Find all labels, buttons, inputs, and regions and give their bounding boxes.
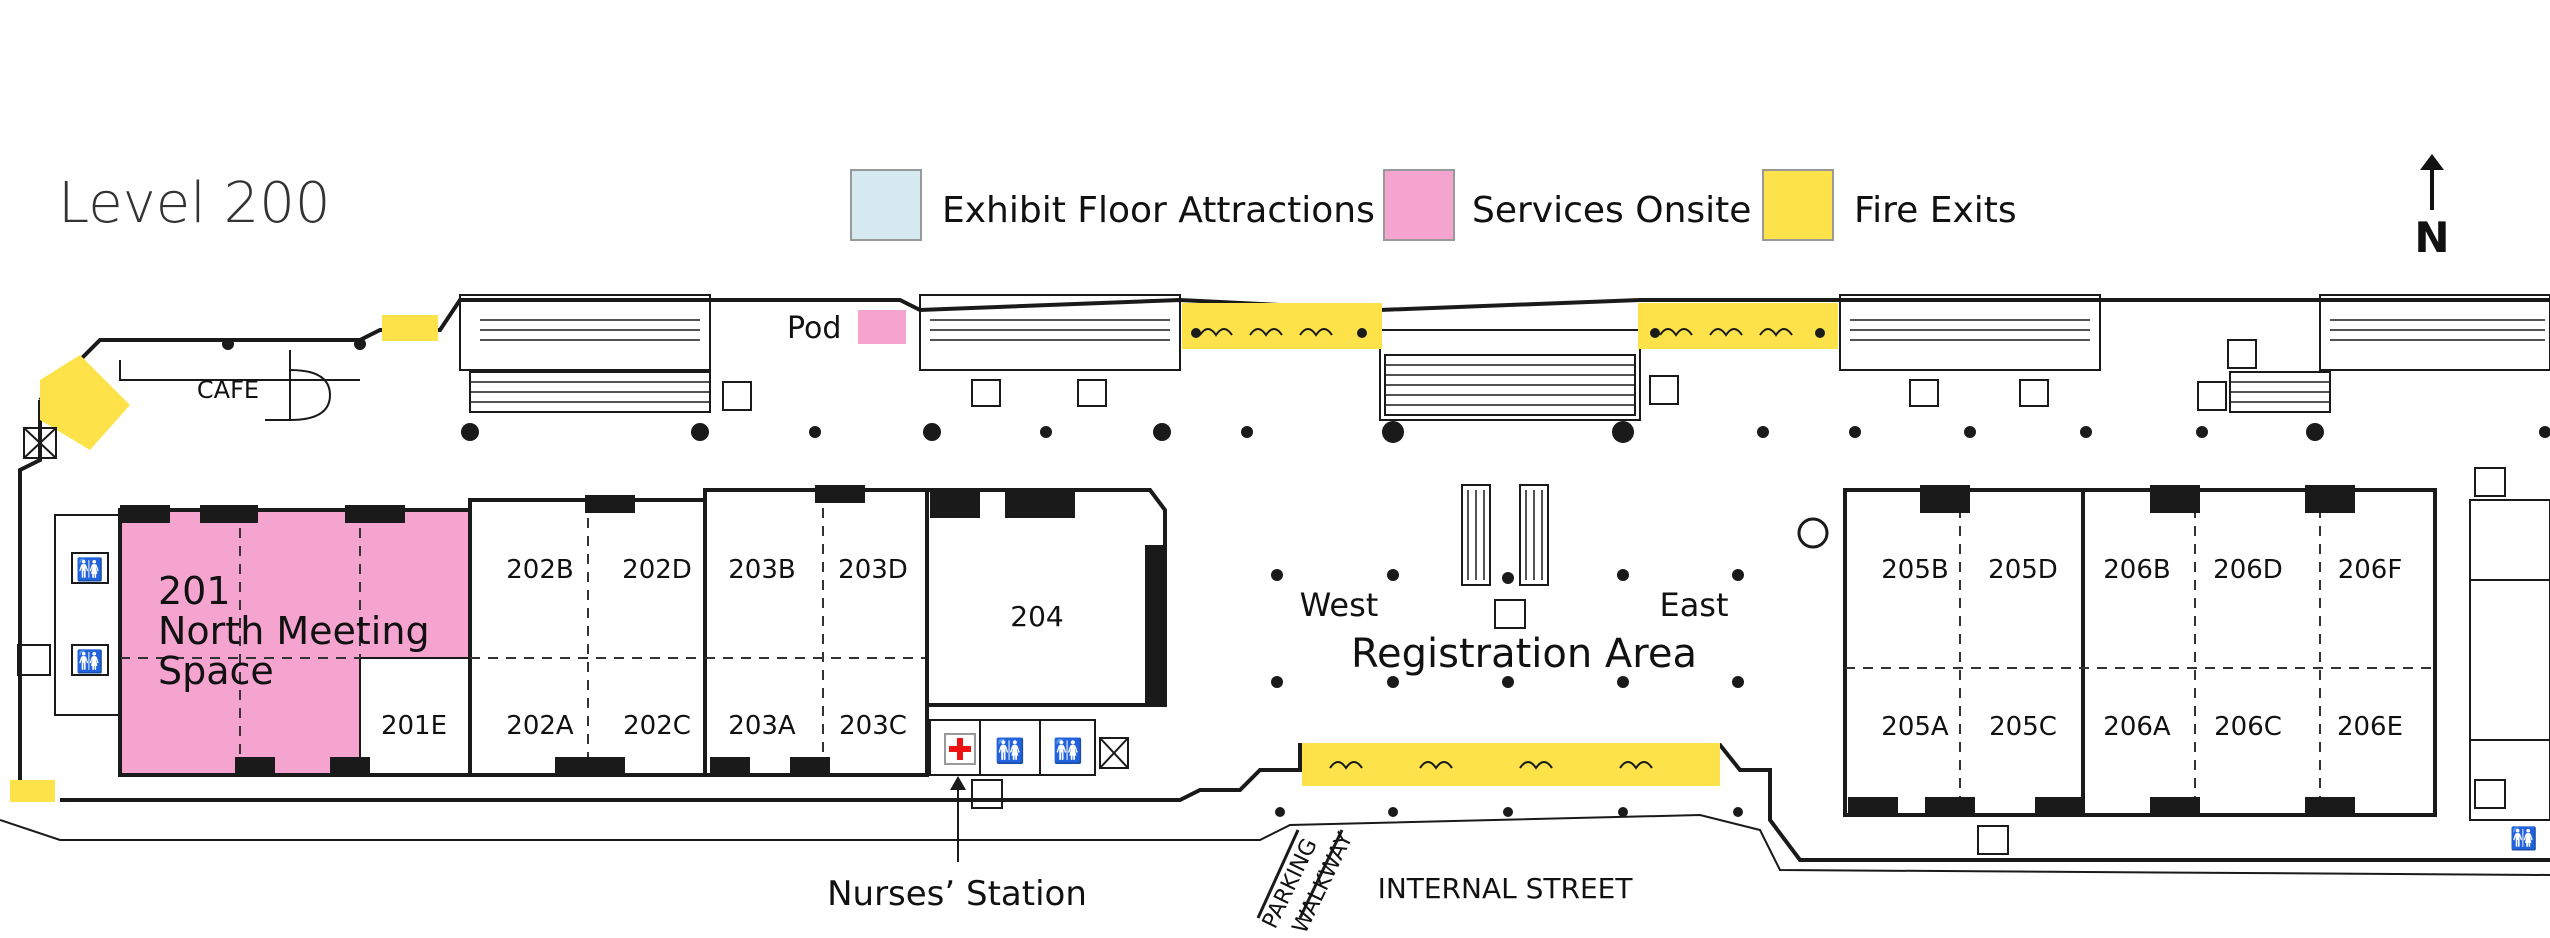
phone-icon (17, 644, 51, 676)
room-206b-label: 206B (2103, 555, 2170, 585)
first-aid-icon (944, 733, 976, 765)
accessible-icon (2197, 381, 2227, 411)
room-206f-label: 206F (2338, 555, 2403, 585)
legend: Exhibit Floor Attractions Services Onsit… (850, 169, 2017, 241)
fire-exit-cafe-corner (40, 355, 130, 450)
room-202d-label: 202D (622, 555, 692, 585)
legend-label-services: Services Onsite (1472, 190, 1751, 231)
nurses-station-label: Nurses’ Station (827, 874, 1087, 914)
room-202b-label: 202B (506, 555, 573, 585)
elevator-icon (23, 427, 57, 459)
room-203b-label: 203B (728, 555, 795, 585)
east-service-rooms: 🚻 (1797, 339, 2550, 855)
room-206c-label: 206C (2214, 712, 2282, 742)
restroom-icon: 🚻 (1053, 737, 1083, 765)
nurses-station-callout: Nurses’ Station (827, 776, 1087, 914)
room-206d-label: 206D (2213, 555, 2283, 585)
room-205a-label: 205A (1881, 712, 1949, 742)
fire-exit-top-center-east (1638, 303, 1838, 349)
svg-text:🚻: 🚻 (76, 557, 103, 583)
cafe-label: CAFE (197, 376, 259, 404)
room-204-label: 204 (1010, 600, 1063, 633)
phone-icon (971, 779, 1003, 809)
legend-label-exhibit: Exhibit Floor Attractions (942, 190, 1375, 231)
room-205d-label: 205D (1988, 555, 2058, 585)
elevator-icon (2227, 339, 2257, 369)
upper-corridor-icons (722, 375, 2227, 411)
legend-swatch-fire-exits (1762, 169, 1834, 241)
escalator-icon (1461, 484, 1549, 586)
phone-icon (2019, 379, 2049, 407)
cafe: CAFE (197, 350, 332, 421)
registration-label: Registration Area (1351, 631, 1697, 677)
phone-icon (971, 379, 1001, 407)
east-label: East (1659, 586, 1728, 624)
room-203[interactable]: 203B 203D 203A 203C (703, 485, 929, 777)
escalator-upper-west (469, 371, 711, 413)
room-205c-label: 205C (1989, 712, 2057, 742)
fire-exit-top-center-west (1182, 303, 1382, 349)
room-206e-label: 206E (2337, 712, 2403, 742)
room-203c-label: 203C (839, 711, 907, 741)
pod-label: Pod (787, 311, 841, 346)
north-arrow: N (2414, 154, 2450, 262)
restrooms-west: 🚻 🚻 (17, 427, 121, 716)
north-label: N (2414, 213, 2449, 262)
room-201-name-2: Space (158, 649, 274, 693)
phone-icon (2474, 467, 2506, 497)
restroom-icon: 🚻 (2510, 826, 2537, 852)
pod-swatch (858, 310, 906, 344)
upper-service-strip (459, 294, 2550, 421)
restroom-icon: 🚻 (995, 737, 1025, 765)
elevator-icon (1099, 737, 1129, 769)
room-203a-label: 203A (728, 711, 796, 741)
phone-icon (2474, 779, 2506, 809)
escalator-upper-center (1384, 354, 1636, 416)
room-202c-label: 202C (623, 711, 691, 741)
restroom-icon (71, 644, 109, 676)
room-206a-label: 206A (2103, 712, 2171, 742)
escalator-upper-east (2229, 371, 2331, 413)
room-202[interactable]: 202B 202D 202A 202C (468, 495, 707, 777)
coat-check-icon (1797, 517, 1829, 549)
svg-text:🚻: 🚻 (76, 649, 103, 675)
phone-icon (1077, 379, 1107, 407)
building-outline (0, 297, 2550, 876)
room-201-name: North Meeting (158, 609, 430, 653)
accessible-icon (1494, 599, 1526, 629)
parking-walkway: PARKING WALKWAY (1256, 828, 1358, 938)
west-label: West (1300, 586, 1379, 624)
room-205b-label: 205B (1881, 555, 1948, 585)
map-title: Level 200 (58, 171, 331, 236)
legend-swatch-services (1383, 169, 1455, 241)
fire-exit-top-left (382, 315, 438, 341)
room-201e-label: 201E (381, 711, 447, 741)
internal-street-label: INTERNAL STREET (1378, 872, 1634, 905)
legend-swatch-exhibit (850, 169, 922, 241)
legend-label-fire-exits: Fire Exits (1854, 190, 2017, 231)
accessible-icon (722, 381, 752, 411)
registration-area: West East Registration Area (1300, 484, 1729, 677)
columns (222, 338, 2550, 817)
fire-exit-registration-south (1302, 743, 1720, 786)
room-202a-label: 202A (506, 711, 574, 741)
room-201[interactable]: 201 North Meeting Space 201E (118, 505, 472, 777)
room-203d-label: 203D (838, 555, 908, 585)
pod: Pod (787, 310, 906, 346)
fire-exits (10, 303, 1838, 802)
room-201-number: 201 (158, 569, 231, 613)
accessible-icon (1649, 375, 1679, 405)
fire-exit-bottom-left (10, 780, 55, 802)
room-205-206[interactable]: 205B 205D 206B 206D 206F 205A 205C 206A … (1843, 485, 2437, 817)
room-204[interactable]: 204 🚻 🚻 (925, 488, 1167, 776)
phone-icon (1909, 379, 1939, 407)
phone-icon (1977, 825, 2009, 855)
restroom-icon (71, 552, 109, 584)
